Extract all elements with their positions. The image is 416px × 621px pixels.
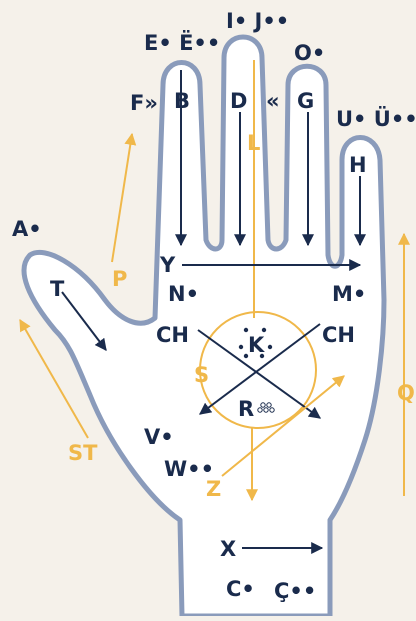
hand-outline <box>21 34 387 619</box>
label-c-cedilla: Ç•• <box>274 579 316 603</box>
label-g: G <box>297 89 314 113</box>
k-dot <box>243 353 249 359</box>
label-t: T <box>50 277 65 301</box>
label-r: R <box>238 397 254 421</box>
r-dot-cluster <box>263 407 269 413</box>
label-q: Q <box>397 381 415 405</box>
label-z: Z <box>206 477 221 501</box>
arrow-z <box>221 375 345 477</box>
label-st: ST <box>68 441 98 465</box>
arrow-ch-left <box>197 329 321 419</box>
r-dot-cluster <box>266 402 272 408</box>
label-ch-left: CH <box>156 323 189 347</box>
label-g-mark: « <box>266 89 280 113</box>
label-m-dot: M• <box>332 282 366 306</box>
label-ch-right: CH <box>322 323 355 347</box>
label-h: H <box>349 153 367 177</box>
label-u-dots: U• Ü•• <box>336 106 416 131</box>
label-b: B <box>174 89 190 113</box>
label-y: Y <box>159 253 176 277</box>
arrow-p <box>111 132 137 263</box>
k-dot <box>259 353 265 359</box>
arrow-st <box>19 318 89 439</box>
label-d: D <box>230 89 247 113</box>
k-dot <box>261 327 267 333</box>
label-k: K <box>248 333 265 357</box>
k-dot <box>243 327 249 333</box>
label-s: S <box>194 363 209 387</box>
label-a-dot: A• <box>12 217 42 241</box>
label-o-dot: O• <box>294 41 325 65</box>
label-l: L <box>247 131 260 155</box>
label-w-dots: W•• <box>164 457 214 481</box>
label-p: P <box>112 267 127 291</box>
r-dot-cluster <box>257 407 263 413</box>
k-dot <box>267 344 273 350</box>
label-n-dot: N• <box>168 282 199 306</box>
label-c-dot: C• <box>226 577 255 601</box>
label-x: X <box>220 537 236 561</box>
k-dot <box>238 344 244 350</box>
label-v-dot: V• <box>144 425 174 449</box>
arrow-ch-right <box>199 323 321 415</box>
r-dot-cluster <box>260 402 266 408</box>
label-e-dots: E• Ë•• <box>144 30 220 55</box>
palm-circle <box>199 311 317 429</box>
arrow-t <box>61 291 107 351</box>
r-dot-cluster <box>269 407 275 413</box>
label-f: F» <box>130 91 158 115</box>
label-i-j: I• J•• <box>226 9 289 33</box>
